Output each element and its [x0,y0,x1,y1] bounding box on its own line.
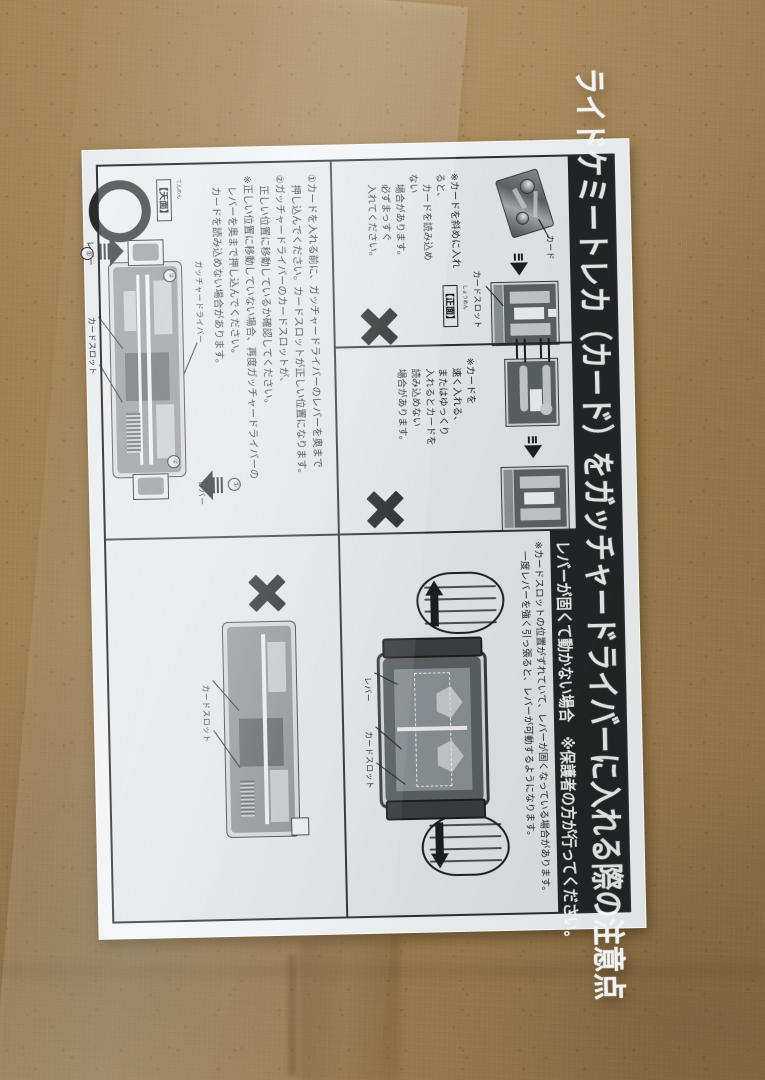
instructions-row: ①カードを入れる前に、ガッチャードライバーのレバーを奥まで 押し込んでください。… [80,161,337,538]
step-number-2-right: ② [166,454,180,468]
printed-frame: ライドケミートレカ（カード）をガッチャードライバーに入れる際の注意点 [80,66,632,1000]
step-number-1-left: ① [80,246,94,260]
step-number-1-right: ① [227,477,241,491]
rotated-content: ライドケミートレカ（カード）をガッチャードライバーに入れる際の注意点 [80,66,630,1000]
push-arrow-left [98,235,124,267]
stuck-lever-row: レバーが固くて動かない場合 ※保護者の方が行ってください。 ※カードスロットの位… [337,529,584,944]
speed-line [539,337,542,358]
front-view-tag: しょうめん 【正面】 [441,284,468,327]
label-card-slot-ng: カードスロット [200,683,211,743]
instruction-sheet: ライドケミートレカ（カード）をガッチャードライバーに入れる際の注意点 [0,0,647,1080]
pull-arrow-left [425,580,442,627]
driver-motion-view [503,357,560,427]
stuck-lever-notes: ※カードスロットの位置がずれていて、レバーが固くなっている場合があります。 一度… [517,540,551,896]
cardboard-smudge-edge [288,955,296,1075]
top-view-label: 【天面】 [155,178,172,221]
card-illustration-tilted [494,167,555,239]
lever-grip-right [385,797,486,821]
insertion-instructions: ①カードを入れる前に、ガッチャードライバーのレバーを奥まで 押し込んでください。… [208,173,322,479]
pull-arrow-right [431,821,448,868]
ng-cross-mark-angle [358,306,399,347]
step-number-2-left: ② [162,268,176,282]
driver-top-view-misaligned [221,620,309,838]
lever-grip-left [381,635,483,659]
left-column: カード [80,155,576,541]
driver-front-view [489,280,560,346]
front-view-label: 【正面】 [441,284,458,327]
top-view-ruby: てんめん [174,178,182,199]
driver-top-view [107,260,187,478]
card-angle-note: ※カードを斜めに入れると、 カードを読み込めない 場合があります。 必ずまっすぐ… [364,172,461,269]
insert-arrow [509,252,528,276]
ng-angle-cell: カード [331,156,571,346]
label-card-slot-grip: カードスロット [363,730,374,789]
ng-speed-cell: ※カードを 速く入れる、 またはゆっくり 入れるとカードを 読み込めない 場合が… [335,337,576,534]
cardboard-smudge [300,940,400,1080]
cardboard-seam [0,960,765,982]
right-column: レバーが固くて動かない場合 ※保護者の方が行ってください。 ※カードスロットの位… [105,529,584,944]
leader-line-driver [183,341,198,374]
top-view-tag: てんめん 【天面】 [155,178,182,221]
ng-cross-mark-speed [364,489,405,530]
driver-gripped-view [375,649,490,809]
front-view-ruby: しょうめん [460,284,468,310]
lever-right [132,472,169,500]
ng-slot-position-row: カードスロット [105,535,345,922]
push-arrow-right [197,469,223,501]
ok-circle-mark [87,179,151,243]
label-driver: ガッチャードライバー [193,259,205,343]
speed-line [515,338,518,359]
ng-examples-row: カード [329,155,576,534]
lever-left [126,238,164,266]
speed-line [547,337,550,362]
label-lever-grip: レバー [362,676,373,702]
insert-arrow [523,435,542,458]
sheet-body: カード [80,155,584,944]
card-speed-note: ※カードを 速く入れる、 またはゆっくり 入れるとカードを 読み込めない 場合が… [394,357,476,446]
speed-line [523,337,526,362]
label-card-slot: カードスロット [471,269,482,329]
driver-front-view-2 [499,465,570,531]
ng-cross-mark-slot [246,572,287,613]
label-card-slot-top: カードスロット [86,316,97,375]
